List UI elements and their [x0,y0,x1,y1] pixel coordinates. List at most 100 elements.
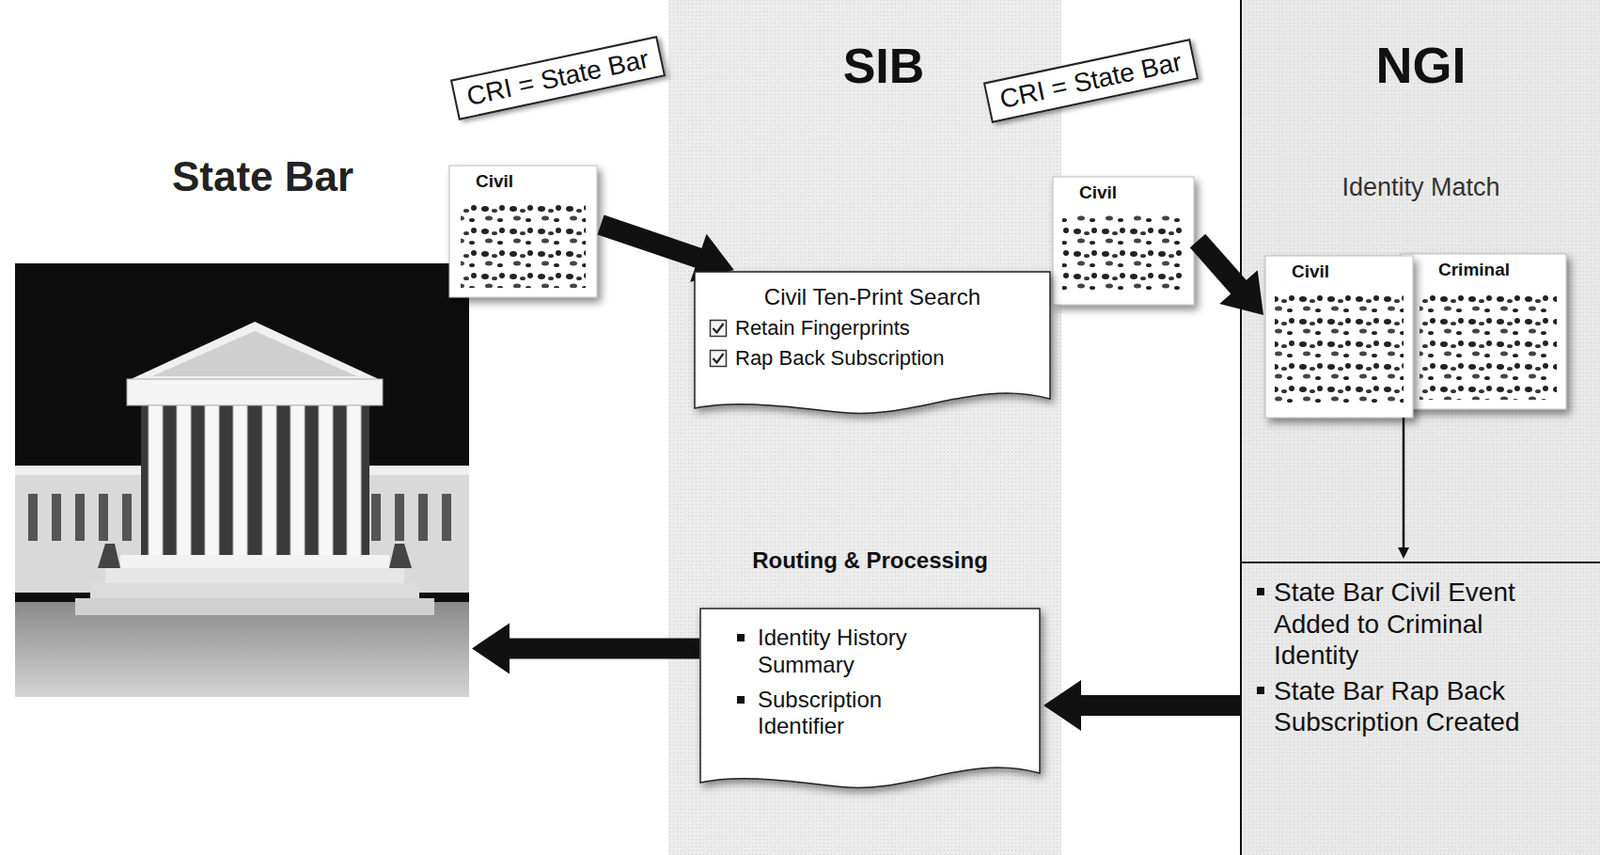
result-box: State Bar Civil Event Added to Criminal … [1239,561,1600,855]
court-building-picture [90,582,420,598]
card-label: Civil [449,165,601,192]
fingerprint-card-drawings [1052,176,1194,305]
sib-band-ground [668,0,1062,855]
fingerprint-card: Criminal [1400,253,1570,409]
document-sheet: Identity History SummarySubscription Ide… [699,607,1041,794]
region-heading: State Bar [15,153,470,201]
court-building-picture [15,601,470,697]
checkbox-icon [708,348,728,368]
fingerprint-card-drawings [1274,293,1404,408]
court-building-picture [418,493,428,541]
card-label: Civil [1265,255,1417,283]
checkbox-icon [713,353,724,363]
court-building-picture [389,543,412,568]
fingerprint-card: Civil [449,165,601,298]
court-building-picture [15,465,157,475]
fingerprint-card-drawings [449,165,1567,418]
checkbox-icon [708,318,728,338]
flow-arrow [1397,417,1410,559]
ngi-panel-ground [1239,0,1600,855]
court-building-picture [152,330,358,377]
ngi-panel-ground [1239,0,1600,855]
court-building-picture [105,567,405,583]
tag-text: CRI = State Bar [996,47,1184,115]
court-building-picture [441,493,452,541]
checkbox-label: Retain Fingerprints [735,315,910,341]
checkbox-icon [710,350,727,367]
document-sheet [700,608,1040,787]
bullet-item: State Bar Civil Event Added to Criminal … [1256,576,1549,672]
court-building-picture [15,263,470,697]
fingerprint-card-drawings [1265,255,1413,418]
court-building-picture [346,405,361,556]
panel-subheading: Identity Match [1241,172,1600,203]
court-building-picture [262,405,277,556]
sib-band-ground [668,0,1062,855]
court-building-picture [126,321,383,381]
arrow-shaft [1079,694,1240,716]
arrow-shaft [1402,417,1406,550]
cri-tag: CRI = State Bar [982,38,1198,124]
bullet-text: State Bar Civil Event Added to Criminal … [1273,577,1516,670]
court-building-picture [204,405,220,556]
court-building-picture [176,405,191,556]
court-building-picture [15,263,470,697]
checkbox-label: Rap Back Subscription [735,345,945,371]
fingerprint-card-drawings [1062,212,1185,296]
document-sheet [694,271,1051,413]
checkbox-item: Rap Back Subscription [708,345,1036,371]
document-body: Civil Ten-Print SearchRetain Fingerprint… [693,270,1051,408]
fingerprint-card-drawings [460,201,586,288]
result-list: State Bar Civil Event Added to Criminal … [1239,563,1600,752]
bullet-item: Subscription Identifier [737,686,973,741]
ngi-panel-ground [1239,0,1600,855]
court-building-picture [97,543,121,568]
bullet-item: Identity History Summary [737,624,973,679]
card-label: Civil [1052,176,1198,204]
state-bar-region: State Bar [15,153,470,697]
flow-arrow [1043,679,1240,731]
request-document: Civil Ten-Print SearchRetain Fingerprint… [693,270,1051,420]
court-building-picture [28,493,38,541]
court-building-picture [75,597,435,615]
sib-band-ground [668,0,1062,855]
court-building-picture [233,405,248,556]
court-building-picture [126,378,383,406]
court-building-picture [394,493,405,541]
court-building-picture [98,493,109,541]
bullet-text: Subscription Identifier [757,686,882,739]
court-building-picture [371,493,381,541]
court-building-picture [75,493,85,541]
arrow-shaft [600,224,701,259]
arrow-shaft [507,637,700,659]
court-building-picture [148,405,163,556]
court-building-picture [51,493,62,541]
court-building-picture [318,405,333,556]
arrow-shaft [1197,240,1240,289]
fingerprint-card-drawings [449,165,597,298]
court-building-picture [120,554,390,568]
fingerprint-card-drawings [1419,291,1557,400]
system-band: SIBCivil Ten-Print SearchRetain Fingerpr… [668,0,1062,855]
checkbox-item: Retain Fingerprints [708,315,1036,341]
flow-arrow [1197,240,1264,315]
court-building-picture [122,493,132,541]
arrow-head [1043,679,1082,731]
cri-tag: CRI = State Bar [449,35,665,121]
bullet-text: Identity History Summary [757,624,908,677]
system-panel: NGI Identity MatchCivilCriminalState Bar … [1239,0,1600,855]
checkbox-icon [710,320,727,337]
bullet-text: State Bar Rap Back Subscription Created [1273,675,1520,738]
court-building-picture [141,402,370,558]
panel-heading: NGI [1241,0,1600,95]
bullet-item: State Bar Rap Back Subscription Created [1256,674,1549,738]
arrow-head [1397,547,1410,559]
court-building-picture [290,405,305,556]
checkbox-icon [713,323,724,333]
fingerprint-card: Civil [1052,176,1198,305]
fingerprint-card: Civil [1265,255,1417,418]
document-heading: Routing & Processing [699,547,1041,574]
document-title: Civil Ten-Print Search [708,283,1036,311]
response-document: Routing & ProcessingIdentity History Sum… [699,547,1041,794]
